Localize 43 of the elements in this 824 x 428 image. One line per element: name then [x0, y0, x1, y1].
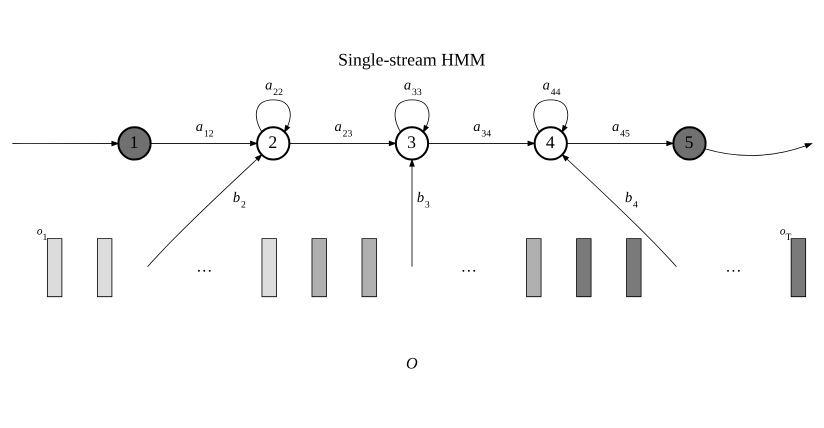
- edge-label: a$_{44}$: [542, 78, 560, 98]
- label: …: [196, 258, 212, 276]
- node-bar: [312, 238, 327, 298]
- arrow: [561, 154, 677, 268]
- node-circle: 1: [117, 126, 152, 161]
- node-bar: [97, 238, 112, 298]
- label: O: [406, 355, 418, 372]
- node-bar: [626, 238, 642, 298]
- arrow: [428, 140, 536, 146]
- node-circle: 4: [534, 126, 568, 161]
- arrow: [150, 140, 258, 146]
- edge-label: a$_{33}$: [404, 78, 422, 98]
- node-circle: 5: [672, 126, 707, 161]
- arrow: [533, 99, 568, 134]
- node-bar: [790, 238, 806, 298]
- node-bar: [46, 238, 62, 298]
- arrow: [566, 140, 674, 146]
- node-circle: 3: [394, 126, 430, 161]
- node-bar: [576, 238, 592, 298]
- diagram-title: Single-stream HMM: [338, 50, 486, 70]
- arrow: [409, 158, 415, 268]
- arrow: [12, 140, 120, 146]
- edge-label: b$_{3}$: [416, 190, 430, 210]
- arrow: [704, 143, 813, 156]
- node-bar: [526, 238, 542, 298]
- label: …: [725, 258, 742, 276]
- node-label: o$_{T}$: [780, 226, 792, 244]
- node-label: o$_{1}$: [36, 226, 48, 244]
- node-bar: [362, 238, 377, 298]
- edge-label: b$_{2}$: [232, 190, 246, 210]
- node-circle: 2: [256, 126, 290, 161]
- label: …: [460, 258, 477, 276]
- edge-label: a$_{34}$: [473, 118, 492, 140]
- edge-label: a$_{12}$: [196, 118, 214, 140]
- arrow: [256, 99, 291, 134]
- edge-label: a$_{23}$: [334, 118, 352, 140]
- edge-label: a$_{45}$: [612, 118, 630, 140]
- edge-label: a$_{22}$: [265, 78, 283, 98]
- arrow: [394, 99, 430, 134]
- arrow: [289, 140, 397, 146]
- node-bar: [262, 238, 277, 298]
- edge-label: b$_{4}$: [624, 190, 638, 210]
- arrow: [147, 154, 263, 268]
